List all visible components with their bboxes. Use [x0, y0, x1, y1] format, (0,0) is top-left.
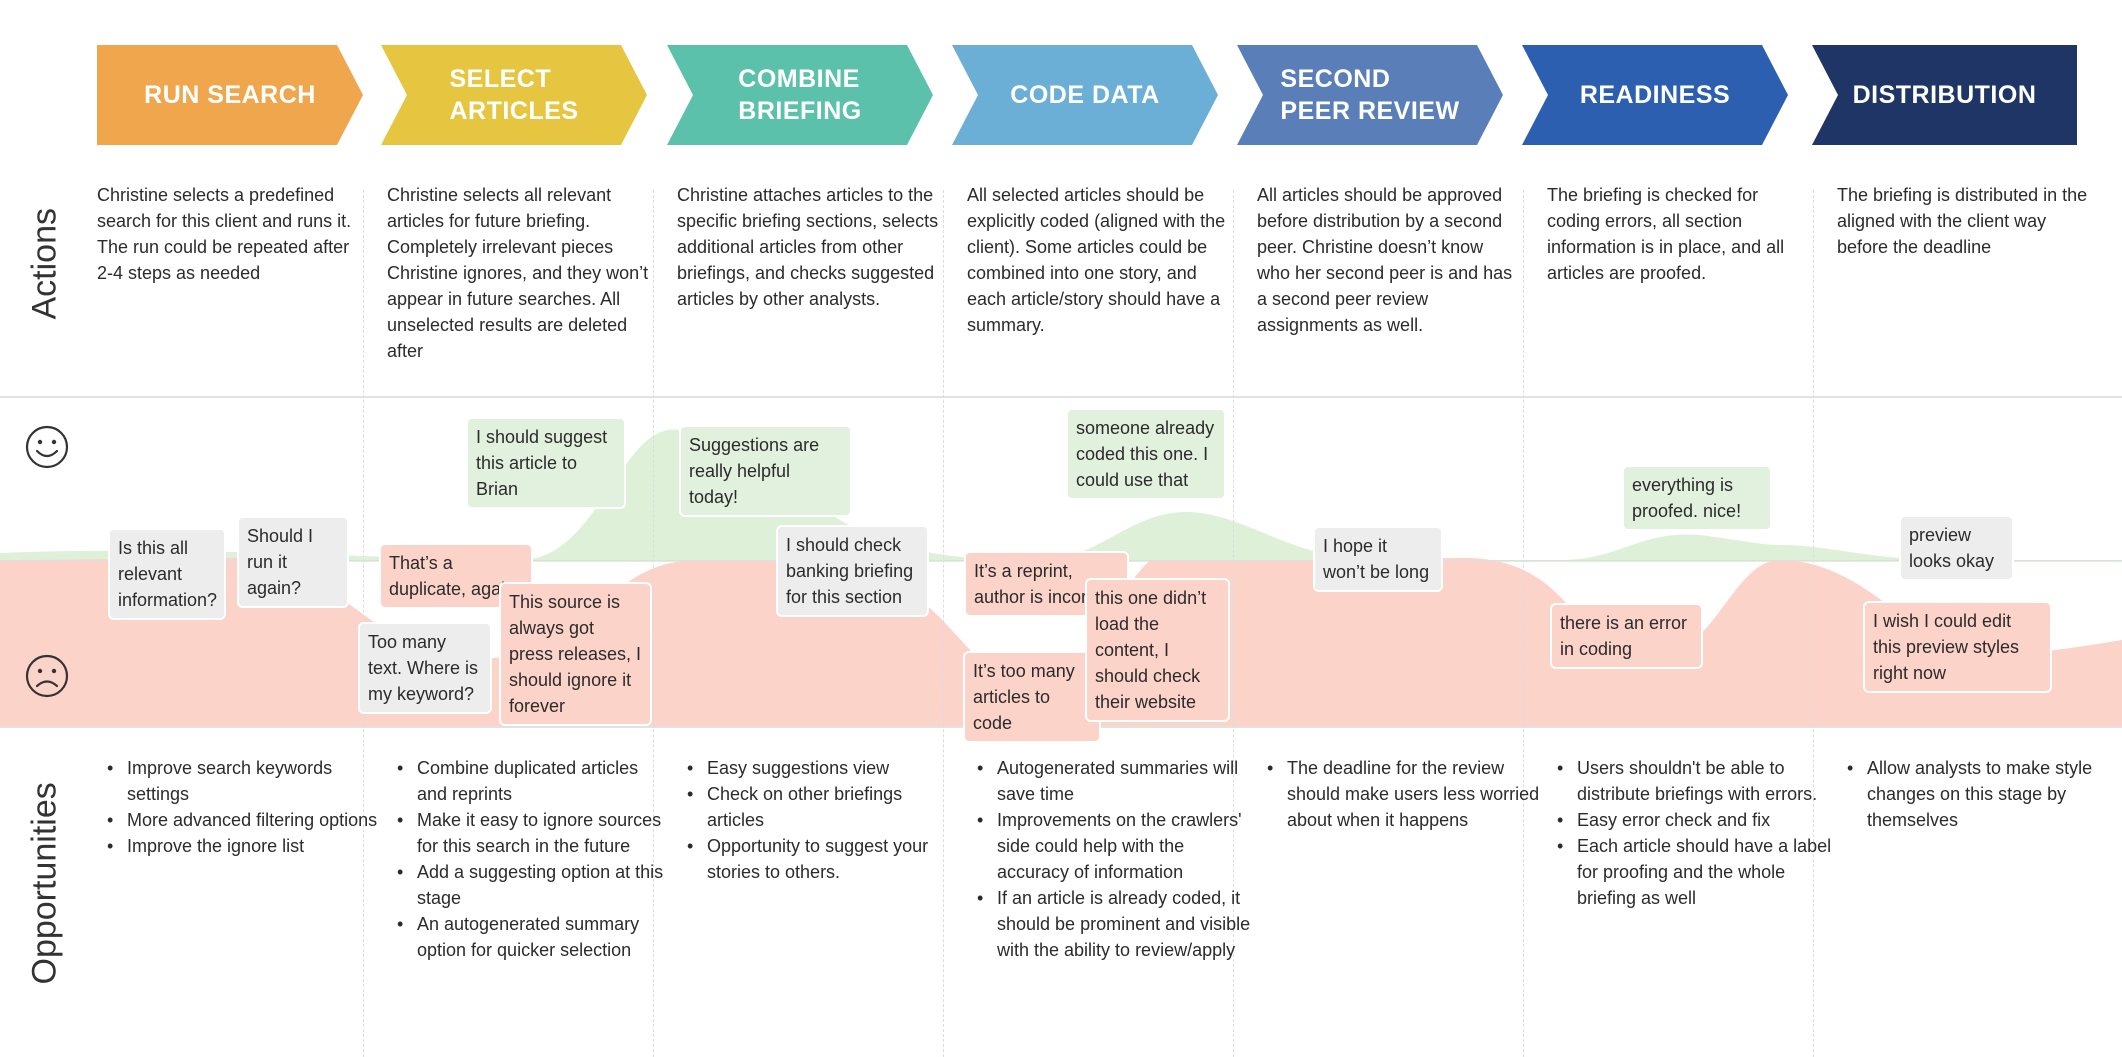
- thought-bubble: That’s a duplicate, again!: [379, 543, 533, 609]
- stage-second-peer-review: SECOND PEER REVIEW: [1237, 45, 1503, 145]
- opportunity-item: Make it easy to ignore sources for this …: [397, 807, 672, 859]
- opportunity-item: Autogenerated summaries will save time: [977, 755, 1252, 807]
- chevron-shape: [667, 45, 933, 145]
- action-readiness: The briefing is checked for coding error…: [1547, 185, 1785, 283]
- thought-bubble: Is this all relevant information?: [108, 528, 226, 620]
- thought-bubble: I should suggest this article to Brian: [466, 417, 626, 509]
- thought-bubble: This source is always got press releases…: [499, 582, 652, 726]
- action-select-articles: Christine selects all relevant articles …: [387, 185, 649, 361]
- opportunity-item: More advanced filtering options: [107, 807, 382, 833]
- opportunity-item: Easy error check and fix: [1557, 807, 1832, 833]
- action-distribution: The briefing is distributed in the align…: [1837, 185, 2088, 257]
- divider-actions-emotions: [0, 396, 2122, 398]
- thought-bubble: Suggestions are really helpful today!: [679, 425, 852, 517]
- stage-code-data: CODE DATA: [952, 45, 1218, 145]
- stage-distribution: DISTRIBUTION: [1812, 45, 2077, 145]
- smiley-face-icon: [25, 425, 69, 469]
- thought-bubble: everything is proofed. nice!: [1622, 465, 1772, 531]
- opportunity-item: If an article is already coded, it shoul…: [977, 885, 1252, 963]
- stage-select-articles: SELECT ARTICLES: [381, 45, 647, 145]
- thought-bubble: I should check banking briefing for this…: [776, 525, 929, 617]
- opportunity-item: Improvements on the crawlers' side could…: [977, 807, 1252, 885]
- thought-bubble: Too many text. Where is my keyword?: [358, 622, 492, 714]
- opportunities-readiness: Users shouldn't be able to distribute br…: [1547, 755, 1832, 911]
- thought-bubble: I hope it won’t be long: [1313, 526, 1443, 592]
- chevron-shape: [1237, 45, 1503, 145]
- stage-readiness: READINESS: [1522, 45, 1788, 145]
- thought-bubble: someone already coded this one. I could …: [1066, 408, 1226, 500]
- stage-label: CODE DATA: [1010, 81, 1160, 109]
- stage-label: DISTRIBUTION: [1852, 81, 2037, 109]
- thought-bubble: It’s too many articles to code: [963, 651, 1101, 743]
- thought-bubble: Should I run it again?: [237, 516, 349, 608]
- stage-combine-briefing: COMBINE BRIEFING: [667, 45, 933, 145]
- opportunities-run-search: Improve search keywords settings More ad…: [97, 755, 382, 859]
- opportunity-item: Allow analysts to make style changes on …: [1847, 755, 2122, 833]
- opportunity-item: Easy suggestions view: [687, 755, 962, 781]
- stage-label: SELECT ARTICLES: [449, 65, 579, 125]
- stage-label: READINESS: [1579, 81, 1731, 109]
- opportunity-item: Users shouldn't be able to distribute br…: [1557, 755, 1832, 807]
- opportunity-item: An autogenerated summary option for quic…: [397, 911, 672, 963]
- opportunities-code-data: Autogenerated summaries will save time I…: [967, 755, 1252, 963]
- opportunities-combine-briefing: Easy suggestions view Check on other bri…: [677, 755, 962, 885]
- stage-divider: [653, 190, 654, 1057]
- stage-run-search: RUN SEARCH: [97, 45, 363, 145]
- opportunity-item: Improve search keywords settings: [107, 755, 382, 807]
- opportunity-item: The deadline for the review should make …: [1267, 755, 1542, 833]
- chevron-shape: [97, 45, 363, 145]
- stage-divider: [943, 190, 944, 1057]
- row-label-actions: Actions: [25, 208, 64, 320]
- thought-bubble: preview looks okay: [1899, 515, 2014, 581]
- frowning-face-icon: [25, 654, 69, 698]
- stage-label: SECOND PEER REVIEW: [1280, 65, 1460, 125]
- opportunity-item: Add a suggesting option at this stage: [397, 859, 672, 911]
- action-run-search: Christine selects a predefined search fo…: [97, 185, 352, 283]
- stage-label: COMBINE BRIEFING: [738, 65, 862, 125]
- opportunity-item: Check on other briefings articles: [687, 781, 962, 833]
- opportunities-select-articles: Combine duplicated articles and reprints…: [387, 755, 672, 963]
- opportunity-item: Each article should have a label for pro…: [1557, 833, 1832, 911]
- thought-bubble: I wish I could edit this preview styles …: [1863, 601, 2052, 693]
- opportunity-item: Opportunity to suggest your stories to o…: [687, 833, 962, 885]
- action-second-peer-review: All articles should be approved before d…: [1257, 185, 1513, 335]
- thought-bubble: there is an error in coding: [1550, 603, 1703, 669]
- stage-divider: [1813, 190, 1814, 1057]
- stage-divider: [1233, 190, 1234, 1057]
- action-code-data: All selected articles should be explicit…: [967, 185, 1226, 335]
- row-label-opportunities: Opportunities: [25, 782, 64, 985]
- opportunity-item: Improve the ignore list: [107, 833, 382, 859]
- opportunities-distribution: Allow analysts to make style changes on …: [1837, 755, 2122, 833]
- chevron-shape: [952, 45, 1218, 145]
- chevron-shape: [1812, 45, 2077, 145]
- stage-divider: [1523, 190, 1524, 1057]
- chevron-shape: [381, 45, 647, 145]
- action-combine-briefing: Christine attaches articles to the speci…: [677, 185, 939, 309]
- thought-bubble: this one didn’t load the content, I shou…: [1085, 578, 1230, 722]
- stage-label: RUN SEARCH: [144, 81, 316, 109]
- opportunity-item: Combine duplicated articles and reprints: [397, 755, 672, 807]
- opportunities-second-peer-review: The deadline for the review should make …: [1257, 755, 1542, 833]
- chevron-shape: [1522, 45, 1788, 145]
